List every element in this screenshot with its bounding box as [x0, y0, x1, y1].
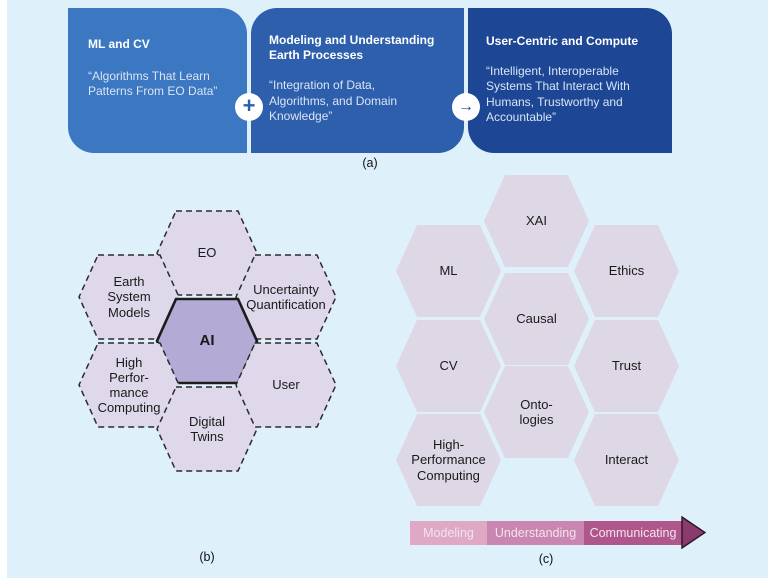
- hexagon-icon: [396, 225, 501, 317]
- hexagon-label: Ethics: [608, 263, 645, 279]
- hexagon-label: ML: [439, 263, 458, 279]
- hexagon-high-performance-computing-c: High- Performance Computing: [396, 414, 501, 506]
- hexagon-label: Earth System Models: [107, 274, 151, 320]
- hexagon-label: High Perfor- mance Computing: [97, 354, 161, 416]
- hexagon-icon: [484, 273, 589, 365]
- hexagon-label: AI: [199, 332, 215, 350]
- hexagon-causal: Causal: [484, 273, 589, 365]
- hexagon-earth-system-models: Earth System Models: [78, 254, 180, 340]
- flow-box-user-centric: User-Centric and Compute “Intelligent, I…: [468, 8, 672, 153]
- hexagon-label: Causal: [516, 311, 557, 327]
- bar-segment-understanding: Understanding: [487, 521, 584, 545]
- flow-box-quote: “Integration of Data, Algorithms, and Do…: [269, 78, 398, 123]
- hexagon-label: Trust: [611, 358, 642, 374]
- hexagon-label: Uncertainty Quantification: [246, 281, 326, 312]
- modeling-understanding-communicating-bar: Modeling Understanding Communicating: [410, 521, 682, 545]
- arrow-right-icon: →: [458, 98, 474, 115]
- hexagon-uncertainty-quantification: Uncertainty Quantification: [235, 254, 337, 340]
- hexagon-icon: [484, 366, 589, 458]
- hexagon-interact: Interact: [574, 414, 679, 506]
- flow-box-quote: “Algorithms That Learn Patterns From EO …: [88, 69, 218, 99]
- hexagon-label: Digital Twins: [188, 413, 226, 444]
- panel-b-label: (b): [199, 550, 215, 564]
- hexagon-label: XAI: [526, 213, 547, 229]
- bar-segment-communicating: Communicating: [584, 521, 682, 545]
- hexagon-user: User: [235, 342, 337, 428]
- hexagon-icon: [574, 414, 679, 506]
- flow-box-title: User-Centric and Compute: [486, 34, 639, 48]
- hexagon-ml: ML: [396, 225, 501, 317]
- hexagon-eo: EO: [156, 210, 258, 296]
- hexagon-icon: [574, 225, 679, 317]
- hexagon-ethics: Ethics: [574, 225, 679, 317]
- hexagon-trust: Trust: [574, 320, 679, 412]
- hexagon-label: Onto- logies: [519, 396, 554, 427]
- hexagon-label: User: [272, 377, 300, 393]
- hexagon-icon: [396, 414, 501, 506]
- hexagon-cv: CV: [396, 320, 501, 412]
- panel-a-label: (a): [362, 156, 378, 170]
- hexagon-label: EO: [197, 245, 217, 261]
- flow-box-title: Modeling and Understanding Earth Process…: [269, 33, 435, 63]
- hexagon-label: Interact: [604, 452, 649, 468]
- hexagon-ontologies: Onto- logies: [484, 366, 589, 458]
- panel-c-label: (c): [538, 552, 554, 566]
- plus-icon: +: [242, 93, 256, 118]
- hexagon-icon: [574, 320, 679, 412]
- hexagon-outline-icon: [235, 342, 337, 428]
- bar-segment-modeling: Modeling: [410, 521, 487, 545]
- hexagon-icon: [484, 175, 589, 267]
- arrow-connector: →: [452, 93, 480, 121]
- hexagon-xai: XAI: [484, 175, 589, 267]
- arrowhead-icon: [681, 516, 706, 549]
- flow-box-modeling-understanding: Modeling and Understanding Earth Process…: [251, 8, 464, 153]
- hexagon-label: CV: [439, 358, 458, 374]
- hexagon-label: High- Performance Computing: [411, 437, 486, 483]
- flow-box-quote: “Intelligent, Interoperable Systems That…: [486, 64, 630, 124]
- hexagon-icon: [396, 320, 501, 412]
- flow-box-ml-cv: ML and CV “Algorithms That Learn Pattern…: [68, 8, 247, 153]
- plus-connector: +: [235, 93, 263, 121]
- flow-box-title: ML and CV: [88, 37, 150, 51]
- hexagon-outline-icon: [235, 254, 337, 340]
